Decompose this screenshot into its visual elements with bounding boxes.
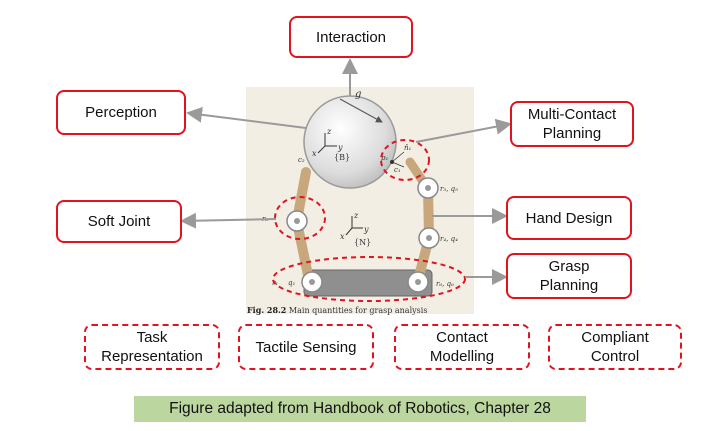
label-r5: r₅, q₅	[440, 185, 458, 193]
label-y: y	[337, 143, 343, 152]
tactile-sensing-label: Tactile Sensing	[255, 338, 357, 356]
compliant-control-box: Compliant Control	[548, 324, 682, 370]
compliant-control-label: Compliant Control	[581, 329, 649, 365]
tactile-sensing-box: Tactile Sensing	[238, 324, 374, 370]
figure-caption: Fig. 28.2 Main quantities for grasp anal…	[247, 305, 427, 315]
arrow-to-soft-joint	[180, 212, 277, 229]
task-representation-label: Task Representation	[101, 329, 203, 365]
arrow-to-multi-contact	[415, 118, 512, 143]
label-x-n: x	[340, 232, 345, 241]
label-y-n: y	[363, 225, 369, 234]
label-r6: r₆, q₆	[436, 280, 454, 288]
label-n1: n̂₁	[404, 143, 412, 152]
label-frame-n: {N}	[354, 238, 371, 247]
left-finger-joint-pin	[294, 218, 300, 224]
figure-caption-text: Main quantities for grasp analysis	[286, 306, 427, 315]
label-p1: p₁	[381, 154, 388, 162]
contact-modelling-label: Contact Modelling	[429, 329, 495, 365]
task-representation-box: Task Representation	[84, 324, 220, 370]
highlight-joint-ellipse	[274, 196, 326, 240]
label-r4: r₄, q₄	[440, 235, 458, 243]
label-g: g	[355, 89, 361, 100]
label-q1: q₁	[288, 279, 295, 287]
label-c2: c₂	[298, 156, 305, 164]
label-z-n: z	[353, 211, 359, 220]
soft-joint-box: Soft Joint	[56, 200, 182, 243]
hand-design-label: Hand Design	[525, 209, 613, 227]
label-x: x	[312, 149, 317, 158]
right-finger-joint-lower-pin	[426, 235, 432, 241]
source-caption-text: Figure adapted from Handbook of Robotics…	[169, 400, 551, 417]
base-joint-left-pin	[309, 279, 315, 285]
multi-contact-planning-box: Multi-Contact Planning	[510, 101, 634, 147]
figure-caption-number: Fig. 28.2	[247, 305, 286, 315]
frame-b	[317, 133, 337, 154]
frame-n	[345, 216, 363, 236]
grasp-planning-label: Grasp Planning	[539, 258, 599, 294]
base-joint-right-pin	[415, 279, 421, 285]
soft-joint-label: Soft Joint	[87, 213, 151, 230]
label-c1: c₁	[394, 166, 401, 174]
contact-normal-1	[391, 151, 405, 163]
highlight-base-ellipse	[272, 256, 466, 302]
right-finger-joint-upper-pin	[425, 185, 431, 191]
multi-contact-planning-label: Multi-Contact Planning	[527, 106, 617, 142]
interaction-label: Interaction	[315, 28, 387, 46]
grasp-planning-box: Grasp Planning	[506, 253, 632, 299]
contact-frame-1-y	[391, 161, 405, 168]
source-caption: Figure adapted from Handbook of Robotics…	[134, 396, 586, 422]
arrow-to-perception	[186, 106, 307, 129]
left-finger-lower-link	[292, 217, 314, 285]
interaction-box: Interaction	[289, 16, 413, 58]
contact-modelling-box: Contact Modelling	[394, 324, 530, 370]
perception-label: Perception	[85, 104, 157, 121]
gravity-arrow	[339, 98, 383, 123]
highlight-contact-ellipse	[380, 139, 430, 181]
perception-box: Perception	[56, 90, 186, 135]
hand-design-box: Hand Design	[506, 196, 632, 240]
label-z: z	[326, 127, 332, 136]
grasped-object	[303, 95, 397, 189]
label-frame-b: {B}	[334, 153, 350, 162]
